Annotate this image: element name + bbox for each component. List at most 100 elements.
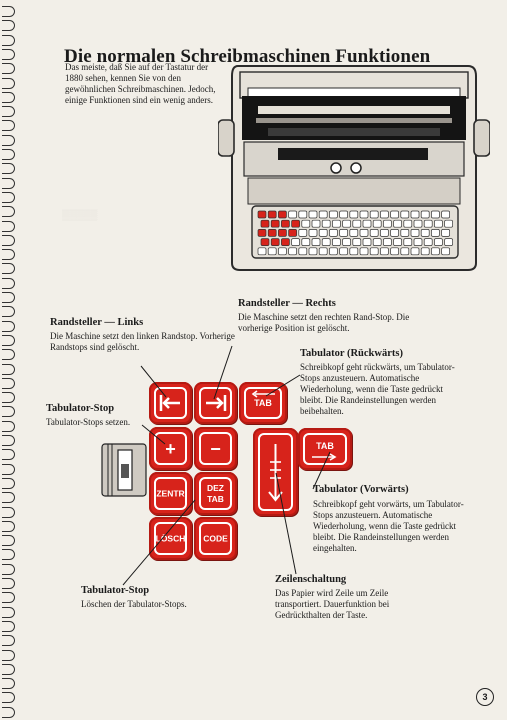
- spiral-ring: [2, 249, 15, 261]
- decimal-tab-key[interactable]: DEZ TAB: [194, 472, 237, 515]
- illustration-key: [359, 229, 369, 237]
- illustration-key: [278, 247, 287, 256]
- illustration-key: [423, 219, 433, 228]
- spiral-ring: [2, 334, 15, 346]
- margin-left-icon: [159, 395, 180, 411]
- illustration-key: [288, 247, 297, 256]
- spiral-ring: [2, 6, 15, 17]
- spiral-ring: [2, 206, 15, 218]
- illustration-key: [281, 238, 290, 246]
- arrow-left-icon: [251, 390, 275, 398]
- spiral-ring: [2, 477, 15, 489]
- spiral-ring: [2, 277, 15, 289]
- illustration-key: [301, 219, 311, 228]
- illustration-key: [400, 229, 410, 237]
- heading-tabulator-stop-set: Tabulator-Stop: [46, 403, 115, 414]
- spiral-ring: [2, 220, 15, 232]
- illustration-key: [413, 219, 423, 228]
- margin-right-key[interactable]: [194, 382, 237, 424]
- illustration-key: [444, 219, 453, 228]
- illustration-key: [342, 219, 351, 228]
- illustration-key: [352, 238, 362, 246]
- illustration-key: [318, 247, 328, 256]
- illustration-key: [434, 238, 443, 246]
- illustration-key: [431, 210, 440, 219]
- spiral-ring: [2, 106, 15, 118]
- heading-tabulator-rueckwaerts: Tabulator (Rückwärts): [300, 348, 403, 359]
- illustration-key: [339, 229, 348, 237]
- text-randsteller-links: Die Maschine setzt den linken Randstop. …: [50, 331, 235, 352]
- illustration-key: [410, 229, 420, 237]
- spiral-ring: [2, 649, 15, 661]
- heading-randsteller-links: Randsteller — Links: [50, 317, 144, 328]
- spiral-ring: [2, 578, 15, 589]
- intro-text: Das meiste, daß Sie auf der Tastatur der…: [65, 62, 216, 105]
- illustration-key: [359, 210, 369, 219]
- illustration-key: [301, 238, 311, 246]
- illustration-key: [318, 229, 328, 237]
- illustration-key: [390, 210, 399, 219]
- center-key-label: ZENTR: [156, 488, 185, 498]
- tab-forward-label: TAB: [316, 441, 334, 451]
- heading-tabulator-vorwaerts: Tabulator (Vorwärts): [313, 484, 409, 495]
- illustration-key: [362, 238, 372, 246]
- page-number: 3: [476, 688, 494, 706]
- spiral-ring: [2, 349, 15, 361]
- illustration-key: [431, 229, 440, 237]
- tab-back-key[interactable]: TAB: [239, 382, 287, 424]
- spiral-ring: [2, 492, 15, 504]
- illustration-key: [257, 210, 267, 219]
- text-zeilenschaltung: Das Papier wird Zeile um Zeile transport…: [275, 588, 390, 620]
- tab-back-label: TAB: [254, 398, 272, 408]
- illustration-key: [352, 219, 362, 228]
- spiral-ring: [2, 549, 15, 561]
- illustration-key: [431, 247, 440, 256]
- illustration-key: [362, 219, 372, 228]
- spiral-ring: [2, 191, 15, 203]
- spiral-ring: [2, 63, 15, 75]
- code-key[interactable]: CODE: [194, 517, 237, 560]
- heading-tabulator-stop-clear: Tabulator-Stop: [81, 585, 150, 596]
- text-tabulator-vorwaerts: Schreibkopf geht vorwärts, um Tabulator-…: [313, 499, 464, 553]
- spiral-ring: [2, 406, 15, 418]
- decimal-tab-key-label: DEZ TAB: [207, 482, 224, 504]
- spiral-ring: [2, 606, 15, 618]
- illustration-key: [441, 210, 450, 219]
- spiral-ring: [2, 234, 15, 246]
- tab-forward-key[interactable]: TAB: [298, 428, 352, 470]
- illustration-key: [288, 229, 297, 237]
- illustration-key: [423, 238, 433, 246]
- margin-left-key[interactable]: [149, 382, 192, 424]
- illustration-key: [441, 229, 450, 237]
- illustration-key: [372, 238, 382, 246]
- illustration-key: [393, 238, 402, 246]
- illustration-key: [390, 247, 399, 256]
- line-feed-key[interactable]: [253, 428, 298, 516]
- illustration-key: [383, 238, 392, 246]
- illustration-key: [260, 219, 270, 228]
- illustration-key: [420, 247, 430, 256]
- tab-clear-key[interactable]: −: [194, 427, 237, 470]
- illustration-key: [383, 219, 392, 228]
- illustration-key: [359, 247, 369, 256]
- spiral-ring: [2, 163, 15, 175]
- line-feed-arrow-icon: [268, 444, 283, 502]
- spiral-ring: [2, 449, 15, 461]
- spiral-ring: [2, 292, 15, 303]
- illustration-key: [434, 219, 443, 228]
- illustration-key: [318, 210, 328, 219]
- illustration-key: [380, 210, 389, 219]
- illustration-key: [311, 219, 321, 228]
- spiral-ring: [2, 377, 15, 389]
- illustration-key: [349, 229, 359, 237]
- illustration-key: [270, 219, 280, 228]
- illustration-key: [349, 210, 359, 219]
- center-key[interactable]: ZENTR: [149, 472, 192, 515]
- spiral-ring: [2, 706, 15, 718]
- illustration-key: [298, 210, 308, 219]
- illustration-key: [420, 210, 430, 219]
- illustration-key: [329, 247, 338, 256]
- illustration-key: [369, 247, 379, 256]
- delete-key[interactable]: LÖSCH: [149, 517, 192, 560]
- tab-set-key[interactable]: +: [149, 427, 192, 470]
